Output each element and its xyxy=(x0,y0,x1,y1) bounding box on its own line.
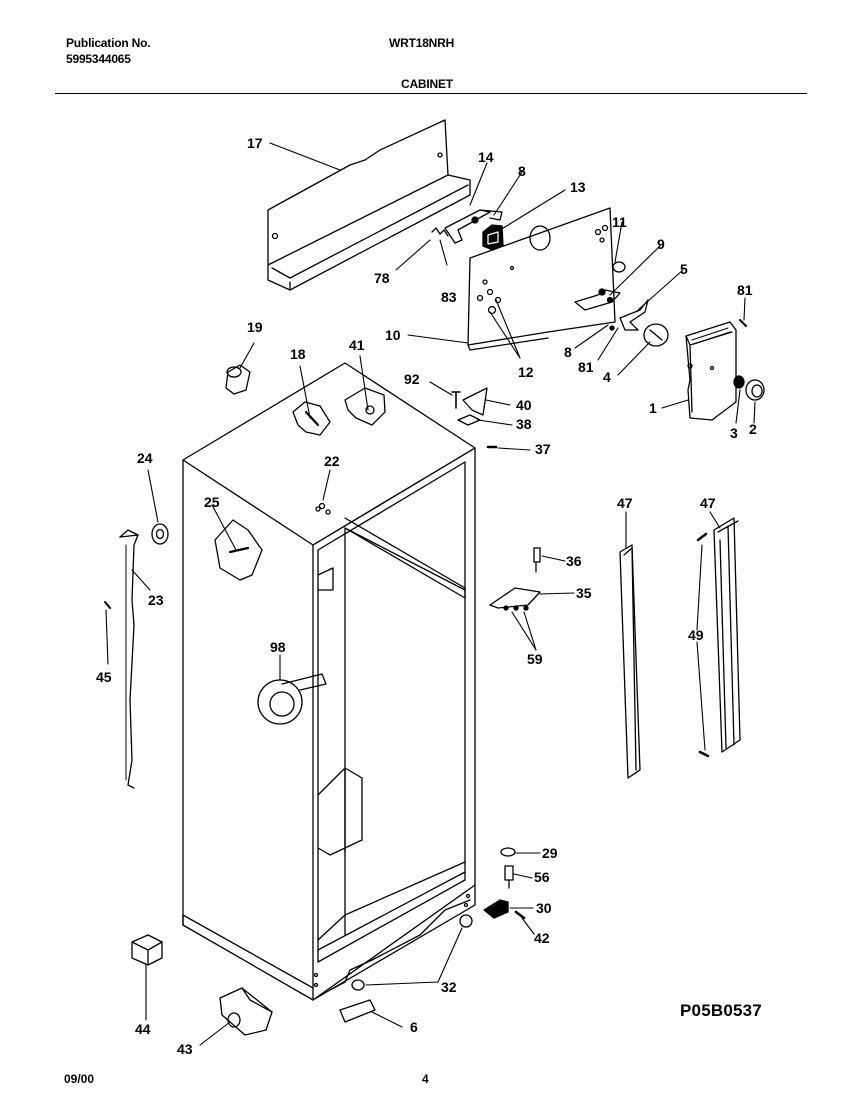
model-number: WRT18NRH xyxy=(389,36,455,50)
trim-strip-right xyxy=(713,517,741,753)
screw-49-bottom xyxy=(698,750,710,758)
fan-motor xyxy=(643,323,669,347)
drawing-code: P05B0537 xyxy=(680,1001,762,1020)
publication-label: Publication No. xyxy=(66,36,151,50)
callout-81-right: 81 xyxy=(737,282,753,298)
plug-part xyxy=(318,502,326,510)
callout-44: 44 xyxy=(135,1021,151,1037)
nut-part xyxy=(733,375,745,389)
leader-lines xyxy=(105,142,756,1046)
callout-1: 1 xyxy=(649,400,657,416)
trim-strip-left xyxy=(619,544,641,779)
callout-12: 12 xyxy=(518,364,534,380)
callout-9: 9 xyxy=(657,236,665,252)
callout-59: 59 xyxy=(527,651,543,667)
top-bracket-b xyxy=(344,387,386,426)
cap-part xyxy=(745,379,765,401)
leveler-part xyxy=(483,899,509,919)
evaporator-cover-plate xyxy=(467,207,616,351)
section-title: CABINET xyxy=(401,77,453,91)
hinge-pin xyxy=(533,547,541,573)
callout-49: 49 xyxy=(688,627,704,643)
grommet xyxy=(612,261,626,273)
callout-78: 78 xyxy=(374,270,390,286)
callout-6: 6 xyxy=(410,1019,418,1035)
top-cover-panel xyxy=(267,119,471,291)
callout-47-left: 47 xyxy=(617,495,633,511)
nut-29 xyxy=(500,847,516,857)
screw-92 xyxy=(451,391,461,409)
callout-17: 17 xyxy=(247,135,263,151)
pin-56 xyxy=(504,865,514,889)
callout-23: 23 xyxy=(148,592,164,608)
callout-24: 24 xyxy=(137,450,153,466)
screw-49-top xyxy=(696,532,708,542)
callout-8-mid: 8 xyxy=(564,344,572,360)
callout-38: 38 xyxy=(516,416,532,432)
callout-14: 14 xyxy=(478,149,494,165)
callout-35: 35 xyxy=(576,585,592,601)
callout-11: 11 xyxy=(612,214,627,230)
callout-4: 4 xyxy=(603,369,611,385)
callout-56: 56 xyxy=(534,869,550,885)
screw-45 xyxy=(104,601,111,609)
callout-42: 42 xyxy=(534,930,550,946)
footer-date: 09/00 xyxy=(64,1072,95,1086)
callout-98: 98 xyxy=(270,639,286,655)
callout-37: 37 xyxy=(535,441,551,457)
callout-43: 43 xyxy=(177,1041,193,1057)
callout-8-top: 8 xyxy=(518,163,526,179)
cylinder-part xyxy=(225,364,251,395)
callout-3: 3 xyxy=(730,425,738,441)
bottom-hinge xyxy=(489,587,541,609)
plug-32b xyxy=(351,979,365,991)
publication-number: 5995344065 xyxy=(66,52,131,66)
small-box-part xyxy=(131,934,163,966)
hinge-rod xyxy=(119,529,139,789)
toe-strip xyxy=(339,999,376,1023)
header-rule xyxy=(55,93,807,94)
side-bracket xyxy=(214,519,263,581)
callout-18: 18 xyxy=(290,346,306,362)
callout-45: 45 xyxy=(96,669,112,685)
callout-2: 2 xyxy=(749,421,757,437)
page-number: 4 xyxy=(422,1072,429,1086)
large-grommet xyxy=(257,673,327,725)
control-part xyxy=(482,224,504,251)
callout-22: 22 xyxy=(324,453,340,469)
fan-blade xyxy=(619,299,649,331)
callout-25: 25 xyxy=(204,494,220,510)
callout-41: 41 xyxy=(349,337,365,353)
callout-10: 10 xyxy=(385,327,401,343)
callout-83: 83 xyxy=(441,289,457,305)
callout-81-mid: 81 xyxy=(578,359,594,375)
callout-29: 29 xyxy=(542,845,558,861)
callout-36: 36 xyxy=(566,553,582,569)
callout-40: 40 xyxy=(516,397,532,413)
roller-bracket xyxy=(219,987,273,1036)
hinge-part xyxy=(462,387,488,416)
callout-5: 5 xyxy=(680,261,688,277)
plug-32a xyxy=(459,914,473,928)
fan-shroud xyxy=(685,321,737,421)
washer-part xyxy=(151,523,169,545)
spring-part xyxy=(431,227,449,237)
callout-30: 30 xyxy=(536,900,552,916)
fan-bracket xyxy=(574,289,621,311)
callout-19: 19 xyxy=(247,319,263,335)
cabinet-body xyxy=(182,362,476,1001)
callout-47-right: 47 xyxy=(700,495,716,511)
shim-part xyxy=(457,414,481,426)
callout-32: 32 xyxy=(441,979,457,995)
callout-13: 13 xyxy=(570,179,586,195)
callout-92: 92 xyxy=(404,371,420,387)
